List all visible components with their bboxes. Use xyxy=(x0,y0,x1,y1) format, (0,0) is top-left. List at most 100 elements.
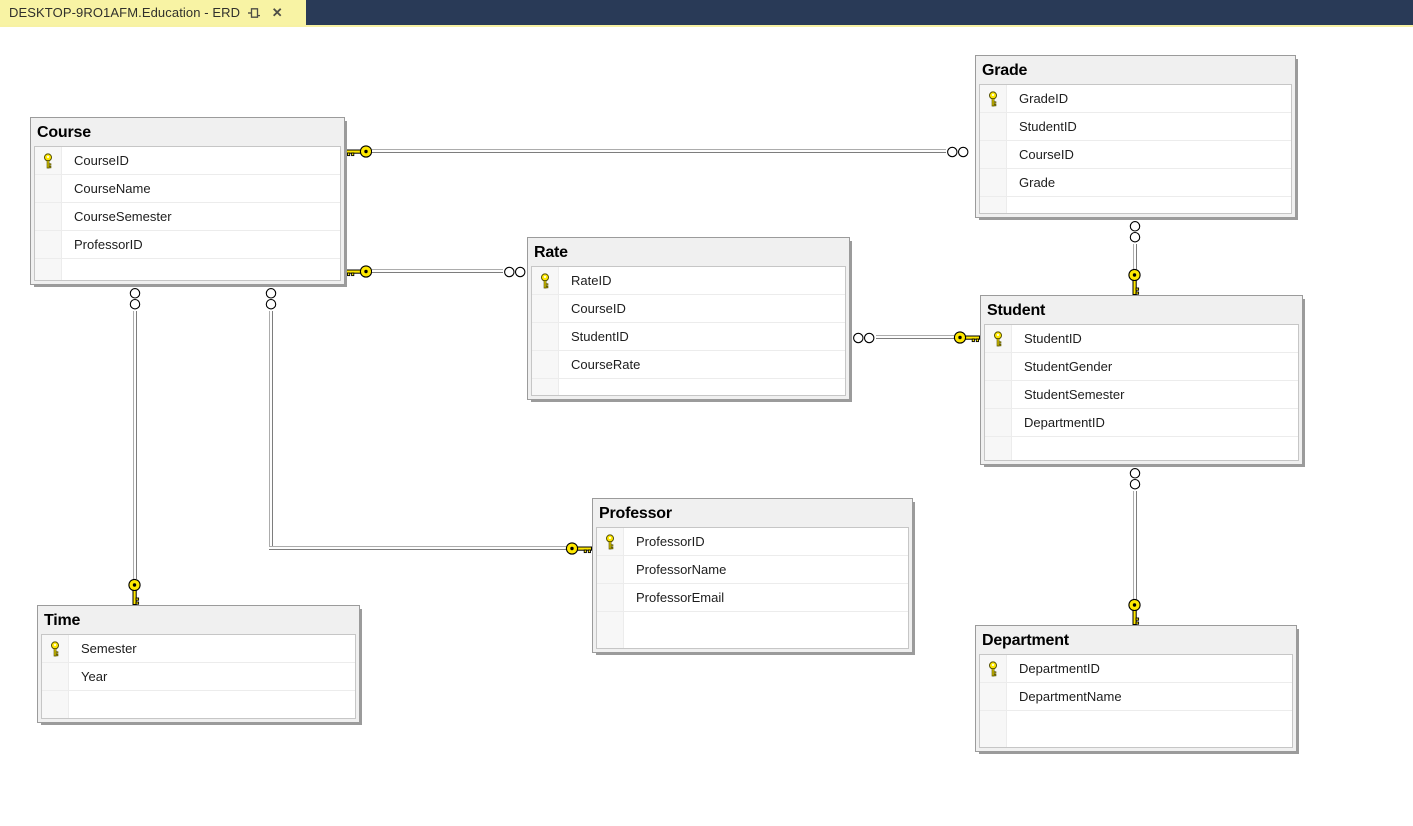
table-title[interactable]: Rate xyxy=(534,244,568,261)
table-course[interactable]: Course CourseID CourseName CourseSemeste… xyxy=(30,117,345,285)
column-name: CourseName xyxy=(74,181,151,196)
column-name: StudentGender xyxy=(1024,359,1113,374)
table-row[interactable]: DepartmentName xyxy=(980,683,1292,711)
table-row[interactable]: CourseName xyxy=(35,175,340,203)
table-row[interactable]: CourseID xyxy=(980,141,1291,169)
table-columns: Semester Year xyxy=(41,634,356,719)
column-name: ProfessorID xyxy=(74,237,143,252)
column-name: StudentID xyxy=(571,329,629,344)
close-icon[interactable]: ✕ xyxy=(271,5,283,20)
primary-key-icon xyxy=(597,528,624,555)
table-professor[interactable]: Professor ProfessorID ProfessorName Prof… xyxy=(592,498,913,653)
table-row[interactable]: StudentID xyxy=(985,325,1298,353)
table-row[interactable]: StudentGender xyxy=(985,353,1298,381)
table-title[interactable]: Course xyxy=(37,124,91,141)
table-row[interactable]: Grade xyxy=(980,169,1291,197)
column-name: ProfessorName xyxy=(636,562,727,577)
pin-icon[interactable] xyxy=(245,4,263,22)
empty-row[interactable] xyxy=(35,259,340,280)
table-student[interactable]: Student StudentID StudentGender StudentS… xyxy=(980,295,1303,465)
table-columns: GradeID StudentID CourseID Grade xyxy=(979,84,1292,214)
empty-row[interactable] xyxy=(980,197,1291,213)
table-row[interactable]: ProfessorName xyxy=(597,556,908,584)
table-row[interactable]: DepartmentID xyxy=(985,409,1298,437)
relationship-line xyxy=(269,311,273,546)
relationship-line xyxy=(133,311,137,579)
one-side-key-icon xyxy=(565,542,593,560)
table-title[interactable]: Professor xyxy=(599,505,672,522)
table-row[interactable]: DepartmentID xyxy=(980,655,1292,683)
column-name: GradeID xyxy=(1019,91,1069,106)
column-name: CourseSemester xyxy=(74,209,172,224)
table-row[interactable]: CourseRate xyxy=(532,351,845,379)
table-columns: DepartmentID DepartmentName xyxy=(979,654,1293,748)
table-row[interactable]: GradeID xyxy=(980,85,1291,113)
empty-row[interactable] xyxy=(980,711,1292,747)
table-columns: RateID CourseID StudentID CourseRate xyxy=(531,266,846,396)
relationship-line xyxy=(876,335,954,339)
many-side-infinity-icon xyxy=(503,265,527,283)
table-row[interactable]: StudentSemester xyxy=(985,381,1298,409)
primary-key-icon xyxy=(532,267,559,294)
column-name: Year xyxy=(81,669,108,684)
table-title[interactable]: Grade xyxy=(982,62,1028,79)
tab-accent-strip xyxy=(0,25,1413,27)
tab-bar: DESKTOP-9RO1AFM.Education - ERD ✕ xyxy=(0,0,1413,25)
table-row[interactable]: ProfessorEmail xyxy=(597,584,908,612)
many-side-infinity-icon xyxy=(946,145,970,163)
table-time[interactable]: Time Semester Year xyxy=(37,605,360,723)
column-name: CourseID xyxy=(1019,147,1074,162)
table-row[interactable]: ProfessorID xyxy=(35,231,340,259)
primary-key-icon xyxy=(980,655,1007,682)
one-side-key-icon xyxy=(953,331,981,349)
empty-row[interactable] xyxy=(985,437,1298,460)
table-columns: ProfessorID ProfessorName ProfessorEmail xyxy=(596,527,909,649)
table-row[interactable]: CourseSemester xyxy=(35,203,340,231)
column-name: RateID xyxy=(571,273,612,288)
table-row[interactable]: CourseID xyxy=(35,147,340,175)
relationship-line xyxy=(1133,244,1137,271)
table-title[interactable]: Student xyxy=(987,302,1046,319)
column-name: CourseID xyxy=(74,153,129,168)
empty-row[interactable] xyxy=(532,379,845,395)
table-row[interactable]: Year xyxy=(42,663,355,691)
relationship-line xyxy=(1133,491,1137,601)
column-name: ProfessorID xyxy=(636,534,705,549)
table-columns: CourseID CourseName CourseSemester Profe… xyxy=(34,146,341,281)
table-title[interactable]: Department xyxy=(982,632,1069,649)
table-rate[interactable]: Rate RateID CourseID StudentID CourseRat… xyxy=(527,237,850,400)
many-side-infinity-icon xyxy=(852,331,876,349)
table-row[interactable]: StudentID xyxy=(532,323,845,351)
column-name: DepartmentID xyxy=(1024,415,1105,430)
relationship-line xyxy=(372,269,503,273)
one-side-key-icon xyxy=(345,265,373,283)
column-name: ProfessorEmail xyxy=(636,590,725,605)
primary-key-icon xyxy=(35,147,62,174)
table-row[interactable]: RateID xyxy=(532,267,845,295)
primary-key-icon xyxy=(42,635,69,662)
column-name: Semester xyxy=(81,641,137,656)
empty-row[interactable] xyxy=(42,691,355,718)
document-tab-title: DESKTOP-9RO1AFM.Education - ERD xyxy=(9,5,241,20)
column-name: CourseRate xyxy=(571,357,641,372)
column-name: Grade xyxy=(1019,175,1056,190)
one-side-key-icon xyxy=(345,145,373,163)
table-row[interactable]: StudentID xyxy=(980,113,1291,141)
column-name: StudentID xyxy=(1024,331,1082,346)
empty-row[interactable] xyxy=(597,612,908,648)
table-department[interactable]: Department DepartmentID DepartmentName xyxy=(975,625,1297,752)
table-title[interactable]: Time xyxy=(44,612,81,629)
primary-key-icon xyxy=(980,85,1007,112)
column-name: StudentSemester xyxy=(1024,387,1125,402)
column-name: CourseID xyxy=(571,301,626,316)
document-tab[interactable]: DESKTOP-9RO1AFM.Education - ERD ✕ xyxy=(0,0,306,25)
column-name: DepartmentID xyxy=(1019,661,1100,676)
relationship-line xyxy=(372,149,946,153)
relationship-line xyxy=(269,546,566,550)
table-row[interactable]: CourseID xyxy=(532,295,845,323)
table-row[interactable]: ProfessorID xyxy=(597,528,908,556)
table-grade[interactable]: Grade GradeID StudentID CourseID Grade xyxy=(975,55,1296,218)
column-name: StudentID xyxy=(1019,119,1077,134)
table-columns: StudentID StudentGender StudentSemester … xyxy=(984,324,1299,461)
table-row[interactable]: Semester xyxy=(42,635,355,663)
